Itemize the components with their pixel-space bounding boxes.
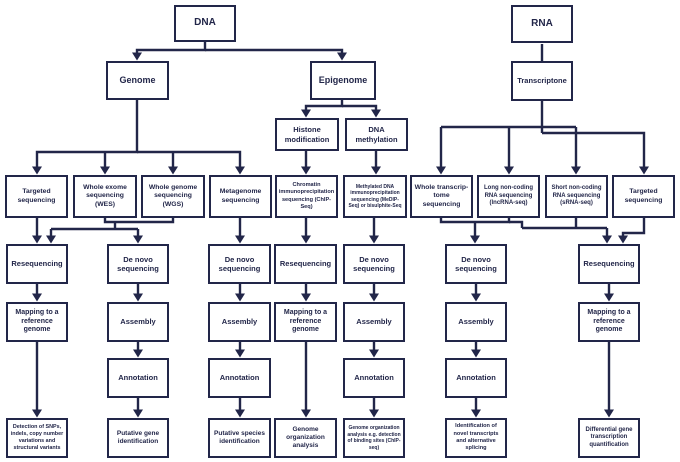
node-wgs: Whole genome sequencing (WGS) [141,175,205,218]
node-de-novo-1: De novo sequencing [107,244,169,284]
node-dna: DNA [174,5,236,42]
node-targeted-sequencing-dna: Targeted sequencing [5,175,68,218]
node-medip-seq: Methylated DNA immunoprecipitation seque… [343,175,407,218]
node-outcome-genome-org: Genome organization analysis [274,418,337,458]
node-de-novo-4: De novo sequencing [445,244,507,284]
node-targeted-sequencing-rna: Targeted sequencing [612,175,675,218]
node-outcome-transcripts: Identification of novel transcripts and … [445,418,507,458]
node-rna: RNA [511,5,573,43]
node-outcome-snps: Detection of SNPs, indels, copy number v… [6,418,68,458]
node-epigenome: Epigenome [310,61,376,100]
node-annotation-1: Annotation [107,358,169,398]
node-assembly-2: Assembly [208,302,271,342]
node-outcome-gene: Putative gene identification [107,418,169,458]
node-mapping-2: Mapping to a reference genome [274,302,337,342]
node-metagenome-sequencing: Metagenome sequencing [209,175,272,218]
node-whole-transcriptome-sequencing: Whole transcrip-tome sequencing [410,175,473,218]
node-srna-seq: Short non-coding RNA sequencing (sRNA-se… [545,175,608,218]
node-resequencing-3: Resequencing [578,244,640,284]
node-outcome-species: Putative species identification [208,418,271,458]
node-de-novo-3: De novo sequencing [343,244,405,284]
node-de-novo-2: De novo sequencing [208,244,271,284]
node-outcome-genome-org-chip: Genome organization analysis e.g. detect… [343,418,405,458]
node-resequencing-1: Resequencing [6,244,68,284]
node-dna-methylation: DNA methylation [345,118,408,151]
node-genome: Genome [106,61,169,100]
node-mapping-3: Mapping to a reference genome [578,302,640,342]
node-histone-modification: Histone modification [275,118,339,151]
node-transcriptome: Transcriptone [511,61,573,101]
node-mapping-1: Mapping to a reference genome [6,302,68,342]
node-chip-seq: Chromatin immunoprecipitation sequencing… [275,175,338,218]
node-assembly-4: Assembly [445,302,507,342]
node-annotation-3: Annotation [343,358,405,398]
node-assembly-3: Assembly [343,302,405,342]
node-lncrna-seq: Long non-coding RNA sequencing (lncRNA-s… [477,175,540,218]
node-resequencing-2: Resequencing [274,244,337,284]
node-assembly-1: Assembly [107,302,169,342]
node-outcome-differential: Differential gene transcription quantifi… [578,418,640,458]
node-annotation-2: Annotation [208,358,271,398]
node-wes: Whole exome sequencing (WES) [73,175,137,218]
node-annotation-4: Annotation [445,358,507,398]
